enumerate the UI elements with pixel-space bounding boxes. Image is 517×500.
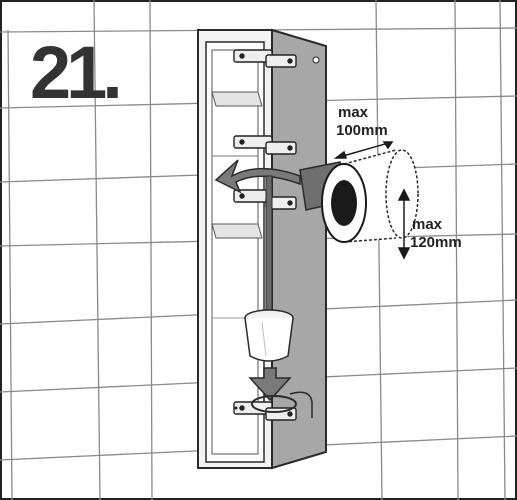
dimension-roll-diameter xyxy=(397,188,411,260)
door-screw-hole xyxy=(312,56,320,64)
width-label-value: 100mm xyxy=(336,122,388,139)
insert-arrow-curved xyxy=(214,159,301,194)
diameter-label-max: max xyxy=(412,216,443,233)
width-label-max: max xyxy=(338,104,369,121)
door-panel xyxy=(271,28,327,470)
step-number: 21. xyxy=(30,31,118,114)
brush-holder-ring xyxy=(234,391,313,418)
toilet-paper-roll xyxy=(321,149,419,243)
toilet-brush xyxy=(244,175,294,362)
hinge-middle xyxy=(233,135,297,155)
dimension-roll-width xyxy=(333,141,394,159)
hinge-top xyxy=(233,49,297,68)
diameter-label-value: 120mm xyxy=(410,234,462,251)
insert-arrow-down xyxy=(248,367,292,402)
